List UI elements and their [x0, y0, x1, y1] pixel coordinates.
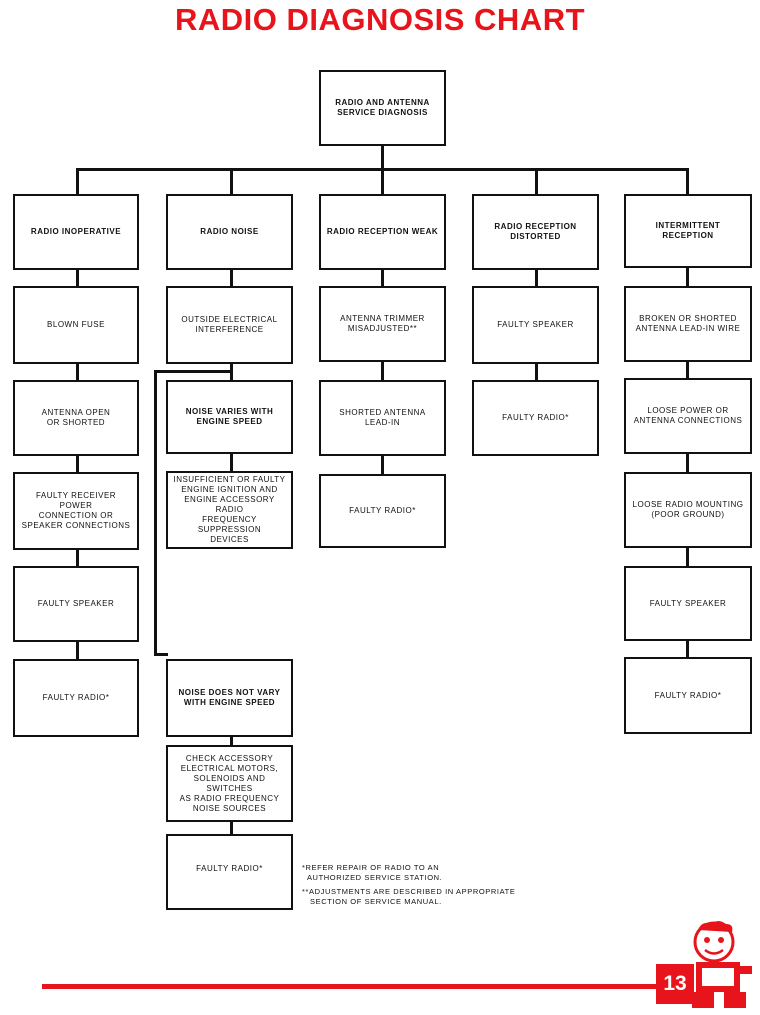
diagnosis-box: BROKEN OR SHORTED ANTENNA LEAD-IN WIRE: [624, 286, 752, 362]
column-header: RADIO NOISE: [166, 194, 293, 270]
diagnosis-box: FAULTY RADIO*: [166, 834, 293, 910]
footer-rule: [42, 984, 665, 989]
diagnosis-box: FAULTY SPEAKER: [472, 286, 599, 364]
root-box: RADIO AND ANTENNA SERVICE DIAGNOSIS: [319, 70, 446, 146]
diagnosis-box: BLOWN FUSE: [13, 286, 139, 364]
diagnosis-box: INSUFFICIENT OR FAULTY ENGINE IGNITION A…: [166, 471, 293, 549]
mascot-icon: [692, 921, 752, 1008]
connector: [76, 268, 79, 661]
diagnosis-box: FAULTY RADIO*: [472, 380, 599, 456]
connector: [381, 168, 384, 196]
footnote-repair: *REFER REPAIR OF RADIO TO AN AUTHORIZED …: [302, 863, 443, 882]
diagnosis-box: FAULTY RADIO*: [319, 474, 446, 548]
diagnosis-box: FAULTY RADIO*: [13, 659, 139, 737]
connector: [535, 168, 538, 196]
diagnosis-box: FAULTY SPEAKER: [624, 566, 752, 641]
connector: [686, 268, 689, 661]
diagnosis-box: ANTENNA OPEN OR SHORTED: [13, 380, 139, 456]
connector: [230, 735, 233, 747]
connector: [230, 452, 233, 472]
connector: [381, 268, 384, 476]
page-number-badge: 13: [656, 964, 694, 1004]
page-title: RADIO DIAGNOSIS CHART: [174, 2, 586, 37]
footnote-adjustments: **ADJUSTMENTS ARE DESCRIBED IN APPROPRIA…: [302, 887, 516, 906]
diagnosis-box: NOISE VARIES WITH ENGINE SPEED: [166, 380, 293, 454]
connector: [381, 144, 384, 169]
connector-branch: [154, 370, 232, 373]
diagnosis-box: FAULTY SPEAKER: [13, 566, 139, 642]
connector: [230, 820, 233, 836]
diagnosis-box: FAULTY RECEIVER POWER CONNECTION OR SPEA…: [13, 472, 139, 550]
column-header: RADIO RECEPTION DISTORTED: [472, 194, 599, 270]
connector: [230, 268, 233, 288]
connector-branch: [154, 653, 168, 656]
diagnosis-box: LOOSE POWER OR ANTENNA CONNECTIONS: [624, 378, 752, 454]
column-header: INTERMITTENT RECEPTION: [624, 194, 752, 268]
connector: [686, 168, 689, 196]
diagnosis-box: ANTENNA TRIMMER MISADJUSTED**: [319, 286, 446, 362]
diagnosis-box: NOISE DOES NOT VARY WITH ENGINE SPEED: [166, 659, 293, 737]
diagnosis-box: SHORTED ANTENNA LEAD-IN: [319, 380, 446, 456]
column-header: RADIO RECEPTION WEAK: [319, 194, 446, 270]
diagnosis-box: FAULTY RADIO*: [624, 657, 752, 734]
column-header: RADIO INOPERATIVE: [13, 194, 139, 270]
connector-branch: [154, 370, 157, 655]
diagnosis-box: CHECK ACCESSORY ELECTRICAL MOTORS, SOLEN…: [166, 745, 293, 822]
diagnosis-box: OUTSIDE ELECTRICAL INTERFERENCE: [166, 286, 293, 364]
connector: [230, 168, 233, 196]
connector: [76, 168, 79, 196]
diagnosis-box: LOOSE RADIO MOUNTING (POOR GROUND): [624, 472, 752, 548]
